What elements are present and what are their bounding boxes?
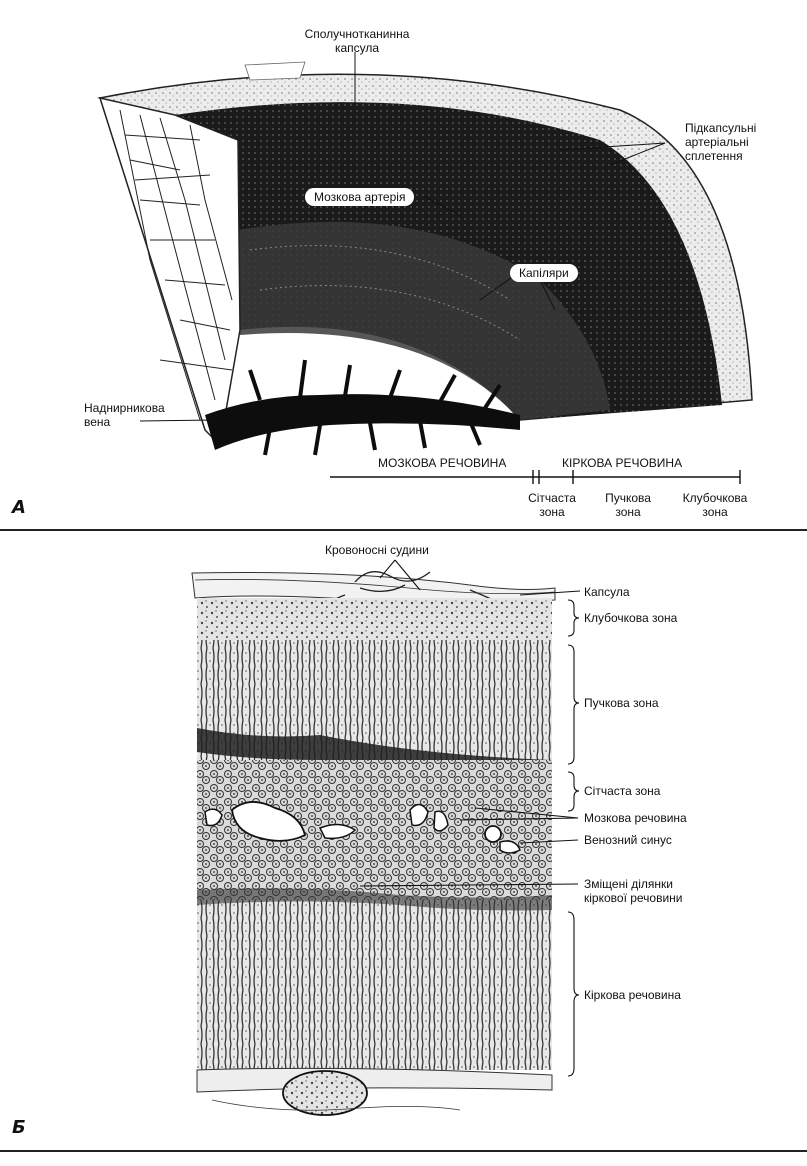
fascicular-a-line2: зона [615,505,641,519]
glomerular-zone-label-b: Клубочкова зона [584,611,678,625]
displaced-label-line1: Зміщені ділянки [584,877,673,891]
blood-vessels-label: Кровоносні судини [325,543,429,557]
subcapsular-label-line1: Підкапсульні [685,121,757,135]
reticular-zone-label-a: Сітчаста зона [522,491,582,519]
fascicular-zone-label-b: Пучкова зона [584,696,659,710]
reticular-a-line1: Сітчаста [528,491,576,505]
panel-b-brackets [359,559,581,1077]
capsule-label-line1: Сполучнотканинна [304,27,410,41]
capsule-label-line2: капсула [334,41,380,55]
reticular-a-line2: зона [539,505,565,519]
capsule-label: Сполучнотканинна капсула [297,27,417,55]
medullary-artery-label: Мозкова артерія [305,188,415,206]
vein-label-line1: Наднирникова [84,401,165,415]
bottom-rule [0,1150,807,1152]
fascicular-zone-label-a: Пучкова зона [598,491,658,519]
displaced-label-line2: кіркової речовини [584,891,683,905]
venous-sinus-label: Венозний синус [584,833,672,847]
medulla-label-b: Мозкова речовина [584,811,687,825]
capillaries-label: Капіляри [510,264,578,282]
panel-b-drawing [191,571,556,1116]
glomerular-zone-label-a: Клубочкова зона [672,491,758,519]
glomerular-a-line1: Клубочкова [682,491,748,505]
subcapsular-label-line2: артеріальні [685,135,749,149]
medulla-header: МОЗКОВА РЕЧОВИНА [378,456,507,470]
panel-a-drawing [97,61,753,456]
reticular-zone-label-b: Сітчаста зона [584,784,661,798]
fascicular-a-line1: Пучкова [605,491,651,505]
adrenal-vein-label: Наднирникова вена [84,401,165,429]
panel-a-letter: А [12,497,26,518]
subcapsular-plexus-label: Підкапсульні артеріальні сплетення [685,121,756,163]
glomerular-a-line2: зона [702,505,728,519]
cortex-label-b: Кіркова речовина [584,988,681,1002]
capsule-label-b: Капсула [584,585,630,599]
cortex-header: КІРКОВА РЕЧОВИНА [562,456,683,470]
subcapsular-label-line3: сплетення [685,149,743,163]
zone-scale-bar [330,470,741,484]
displaced-cortex-label: Зміщені ділянки кіркової речовини [584,877,683,905]
panel-b-letter: Б [12,1117,26,1138]
vein-label-line2: вена [84,415,111,429]
panel-a-leaders [139,52,666,422]
panel-divider [0,529,807,531]
